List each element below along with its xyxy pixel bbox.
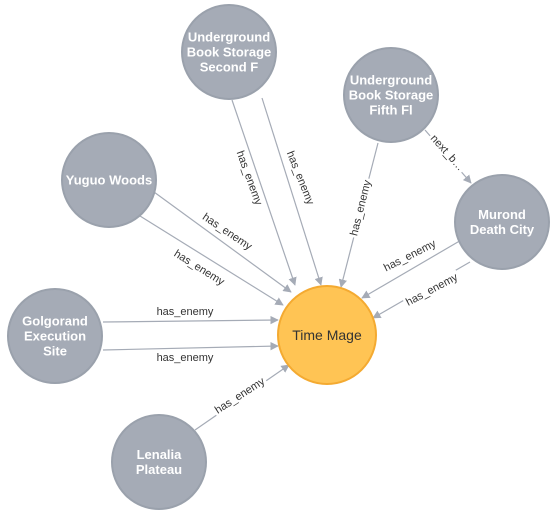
node-circle[interactable] <box>61 132 157 228</box>
node-circle[interactable] <box>111 414 207 510</box>
edge-label-text: has_enemy <box>284 149 317 207</box>
edge-line[interactable] <box>261 97 323 286</box>
edge-label: has_enemy <box>210 373 270 419</box>
edge-golgorand-to-timemage[interactable]: has_enemy <box>102 341 279 365</box>
edge-label: has_enemy <box>401 269 463 311</box>
edge-usb2-to-timemage[interactable]: has_enemy <box>261 97 323 286</box>
edge-label-text: has_enemy <box>213 375 268 416</box>
edge-label-text: has_enemy <box>382 238 439 275</box>
node-circle[interactable] <box>181 4 277 100</box>
edge-label-background <box>232 147 266 209</box>
edge-usb5-to-murond[interactable]: next_b… <box>424 129 472 184</box>
edge-line[interactable] <box>361 238 464 299</box>
edge-label-text: next_b… <box>428 133 466 174</box>
edge-line[interactable] <box>102 315 279 325</box>
edge-label: has_enemy <box>346 176 376 240</box>
edge-label-background <box>210 373 270 419</box>
edge-label: has_enemy <box>154 351 216 365</box>
edge-label-background <box>282 147 318 209</box>
edge-usb2-to-timemage[interactable]: has_enemy <box>231 99 297 286</box>
node-circle[interactable] <box>343 47 439 143</box>
edge-line[interactable] <box>153 191 292 293</box>
edge-label-background <box>169 245 229 291</box>
edge-label-text: has_enemy <box>348 178 374 237</box>
edge-label: next_b… <box>425 130 469 176</box>
edge-label-background <box>425 130 469 176</box>
edge-label-background <box>346 176 376 240</box>
edge-label-background <box>401 269 463 311</box>
edge-label-text: has_enemy <box>172 248 227 289</box>
edge-label-text: has_enemy <box>157 306 214 318</box>
edge-label-text: has_enemy <box>404 271 460 309</box>
node-circle[interactable] <box>454 174 550 270</box>
edge-label: has_enemy <box>232 147 266 209</box>
edge-line[interactable] <box>231 99 297 286</box>
node-circle[interactable] <box>277 285 377 385</box>
edge-label-background <box>197 209 257 255</box>
edge-label: has_enemy <box>197 209 257 255</box>
edge-golgorand-to-timemage[interactable]: has_enemy <box>102 305 279 325</box>
edge-usb5-to-timemage[interactable]: has_enemy <box>338 142 379 288</box>
edge-line[interactable] <box>139 215 284 306</box>
node-circle[interactable] <box>7 288 103 384</box>
edge-label-background <box>154 351 216 365</box>
edge-label-text: has_enemy <box>157 352 214 364</box>
node-timemage[interactable]: Time Mage <box>277 285 377 385</box>
edge-label-background <box>154 305 216 319</box>
edge-line[interactable] <box>102 341 279 351</box>
node-yuguo[interactable]: Yuguo Woods <box>61 132 157 228</box>
edge-lenalia-to-timemage[interactable]: has_enemy <box>194 364 290 431</box>
edge-label-background <box>379 235 441 277</box>
edge-label: has_enemy <box>154 305 216 319</box>
